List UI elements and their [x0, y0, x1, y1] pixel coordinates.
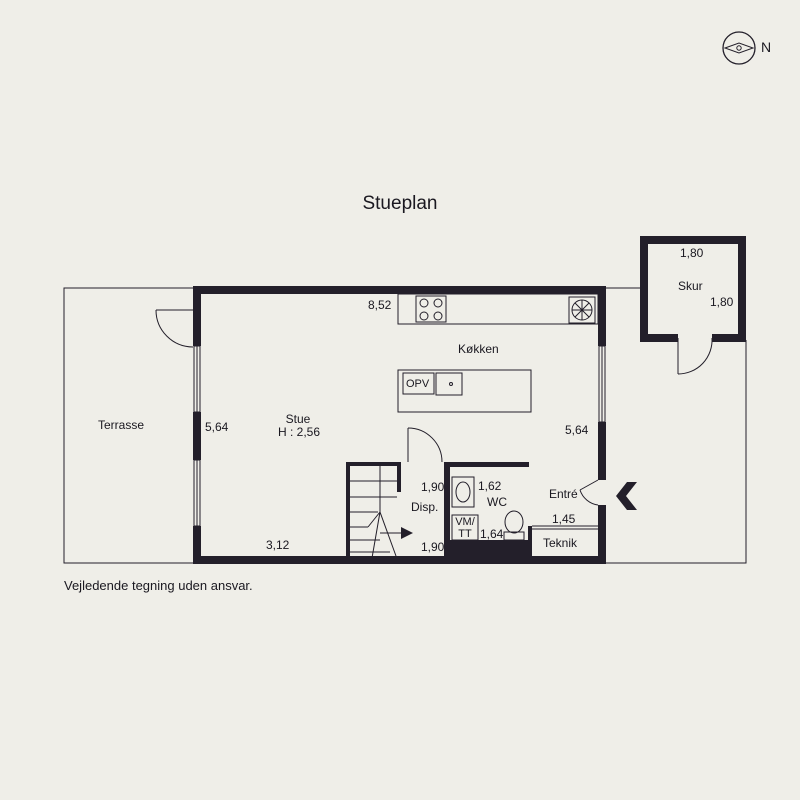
stairs-icon — [350, 466, 413, 559]
skur-dim-top: 1,80 — [680, 246, 704, 260]
compass-north-label: N — [761, 39, 772, 55]
exterior-outline — [604, 287, 747, 564]
teknik-dim-top: 1,45 — [552, 512, 576, 526]
kokken-dim-side: 5,64 — [565, 423, 589, 437]
stue-dim-side: 5,64 — [205, 420, 229, 434]
teknik-partition — [532, 525, 598, 530]
room-stue: Stue — [285, 412, 311, 426]
room-teknik: Teknik — [543, 536, 578, 550]
entry-arrow-icon — [616, 482, 637, 510]
room-entre: Entré — [549, 487, 578, 501]
stue-dim-bottom: 3,12 — [266, 538, 290, 552]
skur-dim-side: 1,80 — [710, 295, 734, 309]
room-skur: Skur — [678, 279, 703, 293]
kitchen-island — [397, 369, 532, 413]
stue-height: H : 2,56 — [277, 425, 321, 439]
skur-walls — [640, 236, 746, 342]
disp-dim-bottom: 1,90 — [421, 540, 445, 554]
fan-icon — [568, 296, 596, 324]
kokken-dim-top: 8,52 — [368, 298, 392, 312]
room-terrasse: Terrasse — [98, 418, 145, 432]
wc-dim-top: 1,62 — [478, 479, 502, 493]
terrasse-outline — [63, 287, 196, 564]
wc-fixtures — [451, 476, 479, 541]
vm-tt-label: VM/ TT — [455, 516, 475, 540]
sink-icon — [435, 372, 463, 396]
windows — [193, 345, 606, 527]
island-label: OPV — [406, 378, 430, 390]
house-walls — [193, 286, 606, 564]
page-title: Stueplan — [362, 193, 438, 214]
doors — [155, 309, 713, 506]
kitchen-counter — [397, 293, 599, 325]
compass-icon — [722, 31, 756, 65]
room-disp: Disp. — [411, 500, 439, 514]
wc-dim-bottom: 1,64 — [480, 527, 504, 541]
disclaimer: Vejledende tegning uden ansvar. — [64, 578, 253, 593]
stove-icon — [419, 298, 443, 321]
toilet-icon — [503, 510, 525, 541]
room-wc: WC — [487, 495, 507, 509]
disp-dim-top: 1,90 — [421, 480, 445, 494]
room-kokken: Køkken — [458, 342, 499, 356]
